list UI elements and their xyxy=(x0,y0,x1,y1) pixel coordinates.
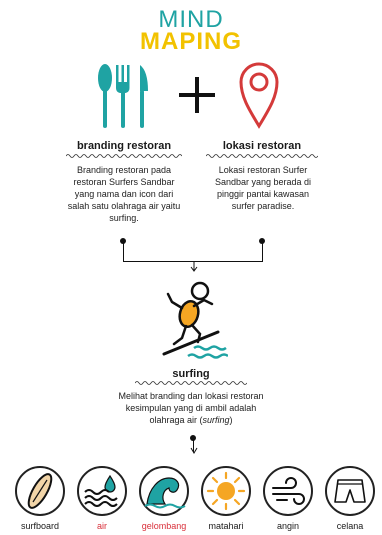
title-line-1: MIND xyxy=(158,6,224,33)
left-heading: branding restoran xyxy=(76,140,172,152)
label-angin: angin xyxy=(276,521,300,531)
sun-icon xyxy=(206,471,246,511)
down-arrow-icon-2 xyxy=(190,447,198,454)
surfer-icon xyxy=(162,281,228,359)
cutlery-icon xyxy=(98,64,148,128)
left-wavy-divider xyxy=(66,154,182,158)
shorts-circle xyxy=(325,466,375,516)
right-heading: lokasi restoran xyxy=(222,140,302,152)
label-matahari: matahari xyxy=(208,521,244,531)
bracket-line xyxy=(123,261,263,262)
shorts-icon xyxy=(334,479,366,503)
right-description: Lokasi restoran Surfer Sandbar yang bera… xyxy=(214,165,312,211)
surfboard-icon xyxy=(27,473,53,509)
right-connector-line xyxy=(262,241,263,262)
plus-icon xyxy=(179,77,215,113)
right-wavy-divider xyxy=(206,154,318,158)
center-description-end: ) xyxy=(229,415,233,425)
left-connector-line xyxy=(123,241,124,262)
label-surfboard: surfboard xyxy=(20,521,60,531)
center-description: Melihat branding dan lokasi restoran kes… xyxy=(118,390,264,426)
wave-icon xyxy=(144,477,186,509)
water-circle xyxy=(77,466,127,516)
center-description-italic: surfing xyxy=(202,415,230,425)
label-gelombang: gelombang xyxy=(141,521,187,531)
title-line-2: MAPING xyxy=(140,28,242,55)
label-celana: celana xyxy=(336,521,364,531)
label-air: air xyxy=(96,521,107,531)
sun-circle xyxy=(201,466,251,516)
water-icon xyxy=(84,474,118,507)
center-connector-line xyxy=(193,438,194,452)
location-pin-icon xyxy=(239,62,279,129)
center-heading: surfing xyxy=(172,368,210,380)
wind-icon xyxy=(272,477,305,505)
down-arrow-icon xyxy=(190,262,198,272)
center-description-text: Melihat branding dan lokasi restoran kes… xyxy=(118,391,264,425)
left-description: Branding restoran pada restoran Surfers … xyxy=(67,165,181,223)
wave-circle xyxy=(139,466,189,516)
surfboard-circle xyxy=(15,466,65,516)
center-wavy-divider xyxy=(135,381,247,385)
wind-circle xyxy=(263,466,313,516)
